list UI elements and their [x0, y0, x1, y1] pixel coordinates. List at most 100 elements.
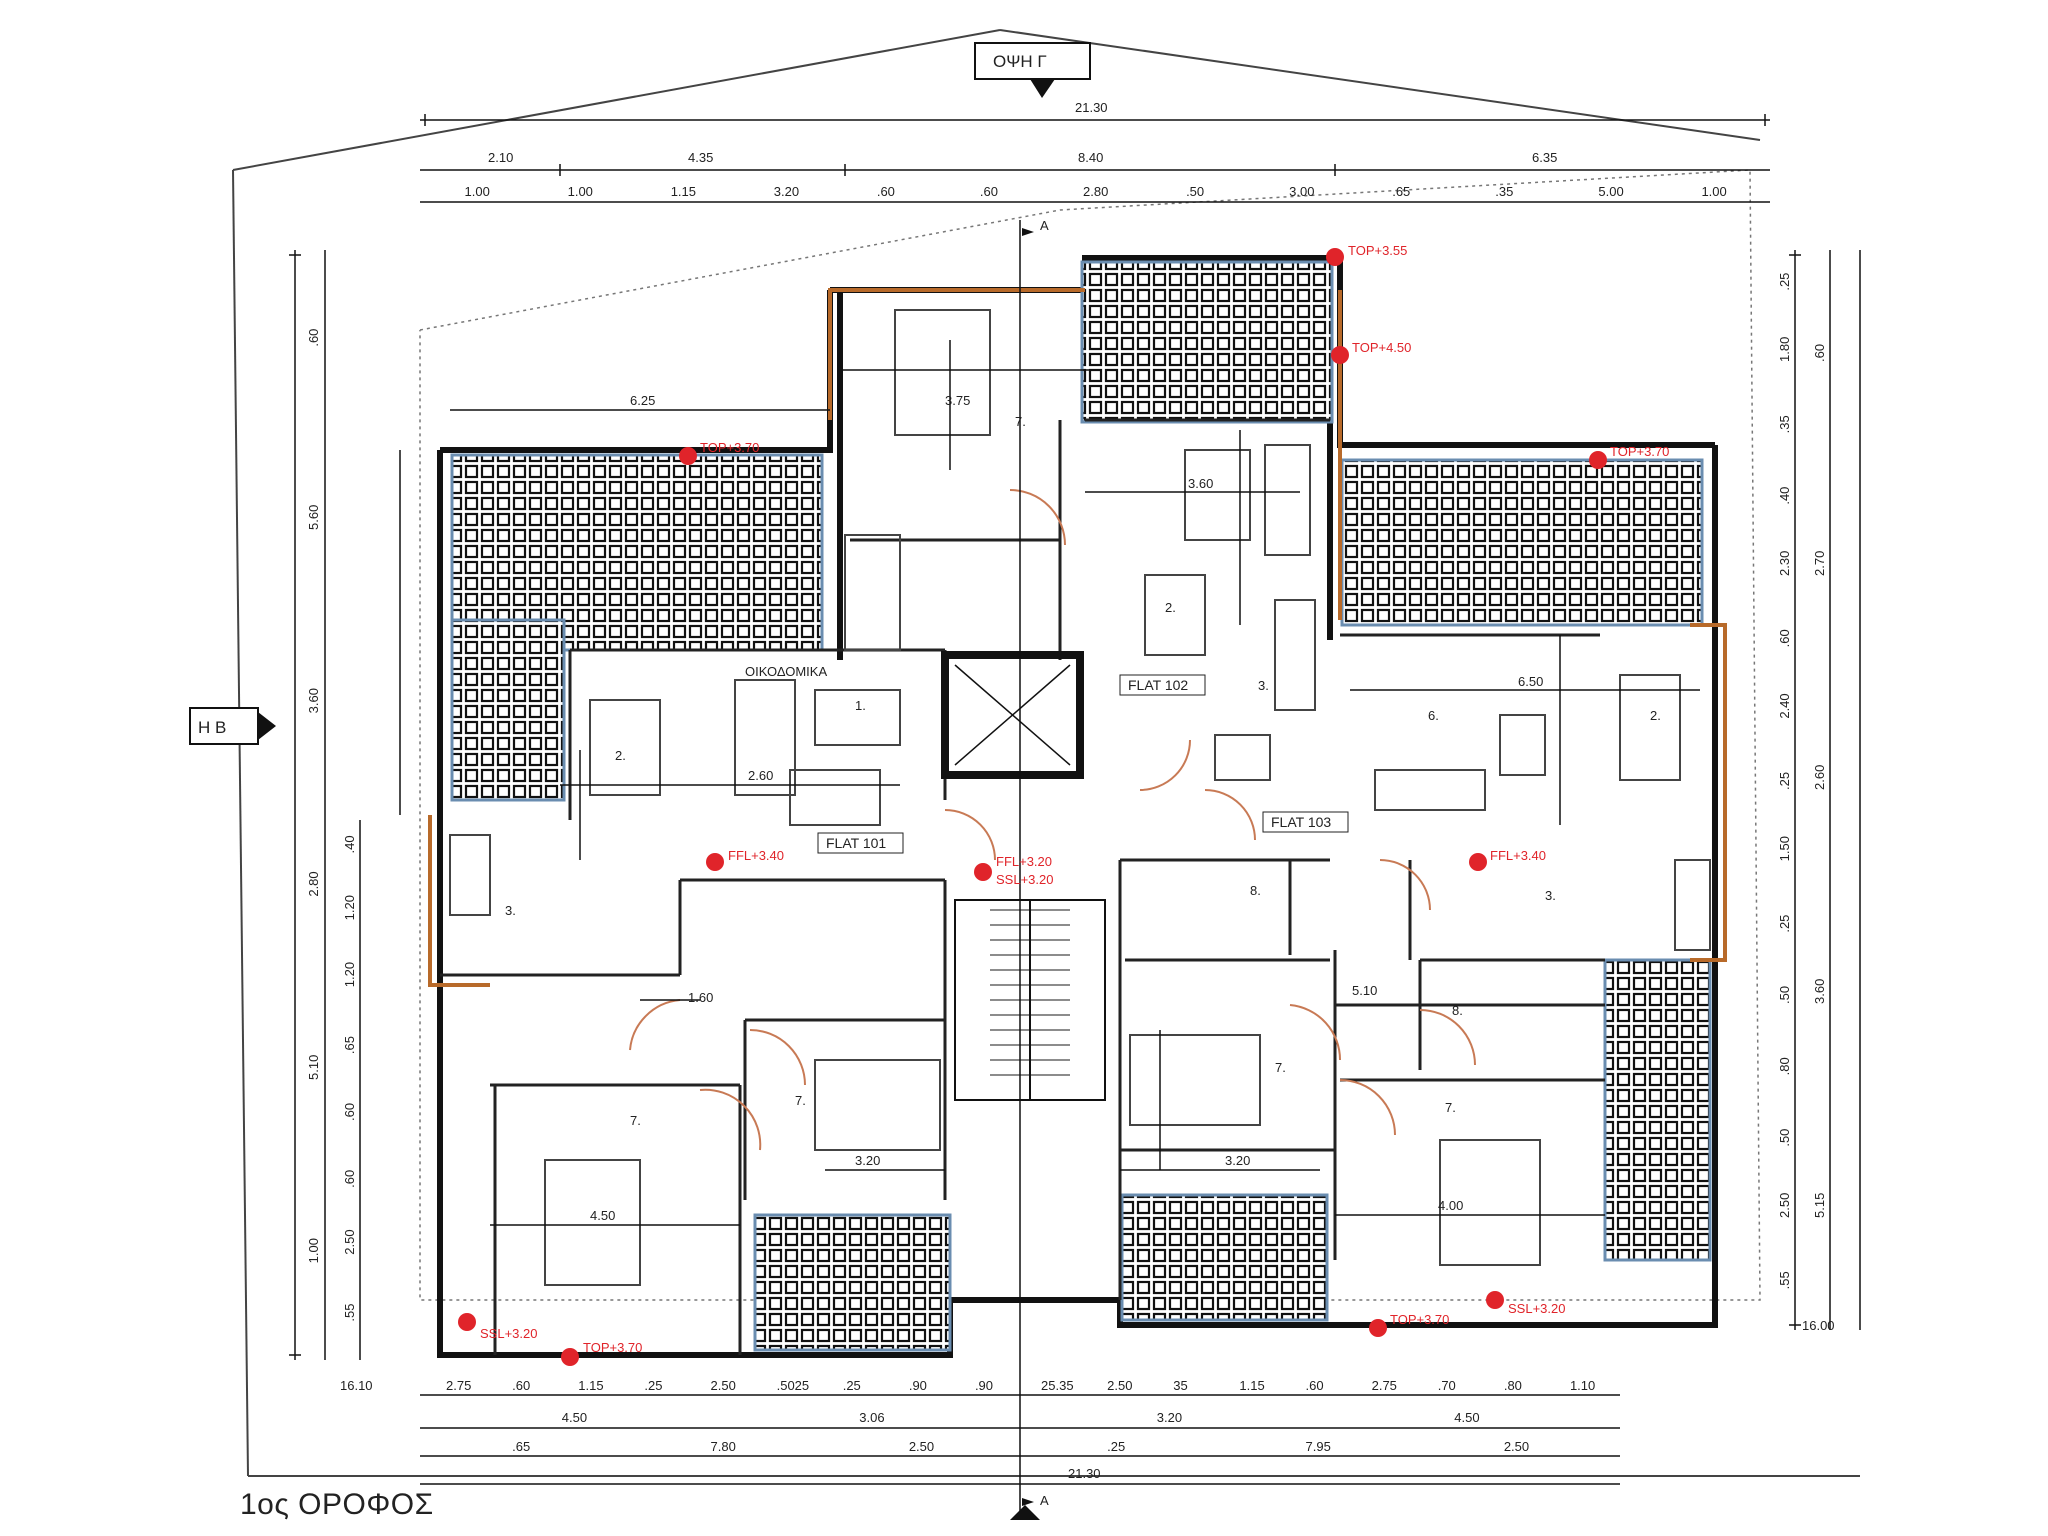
- room-number: 3.: [1545, 888, 1556, 903]
- level-ssl-bl: SSL+3.20: [480, 1326, 537, 1341]
- view-label-top: ΟΨΗ Γ: [993, 52, 1047, 71]
- stair-core: [941, 651, 1106, 1101]
- floor-title: 1ος ΟΡΟΦΟΣ: [240, 1488, 434, 1521]
- dimension-value: .25: [1777, 915, 1792, 933]
- dim-interior: 3.20: [855, 1153, 880, 1168]
- dimension-value: .70: [1438, 1378, 1456, 1393]
- dimension-value: 35: [1173, 1378, 1187, 1393]
- dimension-value: 3.00: [1289, 184, 1314, 199]
- dimension-value: .90: [975, 1378, 993, 1393]
- level-ffl-a: FFL+3.40: [728, 848, 784, 863]
- dim-interior: 2.60: [748, 768, 773, 783]
- dimension-value: 2.75: [1372, 1378, 1397, 1393]
- bath-top: [844, 534, 901, 651]
- dimension-value: 5.00: [1598, 184, 1623, 199]
- terrace-top-right: [1340, 458, 1704, 627]
- dimension-value: 5.15: [1812, 1193, 1827, 1218]
- terrace-left: [450, 618, 566, 802]
- dimension-value: .50: [1777, 986, 1792, 1004]
- dim-interior: 4.50: [590, 1208, 615, 1223]
- dim-col-right-inner: .251.80.35.402.30.602.40.251.50.25.50.80…: [1777, 273, 1792, 1290]
- dim-interior: 5.10: [1352, 983, 1377, 998]
- flat-label-101: FLAT 101: [826, 835, 886, 851]
- dimension-value: .60: [980, 184, 998, 199]
- dimension-value: .65: [342, 1036, 357, 1054]
- level-top-left: TOP+3.70: [700, 440, 759, 455]
- room-number: 3.: [1258, 678, 1269, 693]
- dim-top: 6.35: [1532, 150, 1557, 165]
- dimension-value: 7.95: [1306, 1439, 1331, 1454]
- dimension-value: 2.50: [1504, 1439, 1529, 1454]
- dimension-value: .35: [1777, 415, 1792, 433]
- dim-col-left-outer: .605.603.602.805.101.00: [306, 329, 321, 1264]
- sofa-left: [734, 679, 796, 796]
- bed-bcr: [1129, 1034, 1261, 1126]
- room-number: 3.: [505, 903, 516, 918]
- terrace-tiles: [450, 260, 1712, 1352]
- dimension-value: .55: [1777, 1271, 1792, 1289]
- dimension-value: 3.60: [1812, 979, 1827, 1004]
- dimension-value: .35: [1495, 184, 1513, 199]
- room-number: 7.: [630, 1113, 641, 1128]
- room-numbers: 1. 2. 2. 2. 3. 3. 3. 6. 7. 7. 7. 7. 7. 8…: [505, 414, 1661, 1128]
- dim-interior: 4.00: [1438, 1198, 1463, 1213]
- dimension-value: 2.80: [306, 871, 321, 896]
- room-number: 2.: [1165, 600, 1176, 615]
- level-ssl-core: SSL+3.20: [996, 872, 1053, 887]
- dimension-value: 1.15: [1239, 1378, 1264, 1393]
- dim-top: 2.10: [488, 150, 513, 165]
- site-boundary: [232, 29, 1860, 1477]
- terrace-bottom-center: [1120, 1193, 1329, 1322]
- dimension-value: 25.35: [1041, 1378, 1074, 1393]
- view-marker-left: Η Β: [189, 707, 276, 745]
- bed-top: [894, 309, 991, 436]
- dim-interior: 1.60: [688, 990, 713, 1005]
- dimension-value: .65: [1392, 184, 1410, 199]
- view-label-left: Η Β: [198, 718, 226, 737]
- room-number: 7.: [1275, 1060, 1286, 1075]
- dimension-value: 2.75: [446, 1378, 471, 1393]
- dimension-value: 2.80: [1083, 184, 1108, 199]
- dimension-value: 2.50: [1777, 1193, 1792, 1218]
- dimension-value: .80: [1777, 1057, 1792, 1075]
- dim-interior: 3.60: [1188, 476, 1213, 491]
- room-number: 2.: [615, 748, 626, 763]
- room-number: 7.: [795, 1093, 806, 1108]
- room-number: 7.: [1445, 1100, 1456, 1115]
- dimension-value: .55: [342, 1303, 357, 1321]
- room-tag-lounge: ΟΙΚΟΔΟΜΙΚΑ: [745, 664, 827, 679]
- table-center: [1144, 574, 1206, 656]
- flat-labels: FLAT 101 FLAT 102 FLAT 103 ΟΙΚΟΔΟΜΙΚΑ: [745, 664, 1349, 854]
- dimension-value: .25: [1777, 772, 1792, 790]
- dimension-value: .65: [512, 1439, 530, 1454]
- dimension-value: .25: [1107, 1439, 1125, 1454]
- dimension-value: 1.10: [1570, 1378, 1595, 1393]
- room-number: 1.: [855, 698, 866, 713]
- terrace-top-center: [1080, 260, 1334, 424]
- dimension-value: 1.00: [465, 184, 490, 199]
- level-ffl-b: FFL+3.40: [1490, 848, 1546, 863]
- dimension-value: .90: [909, 1378, 927, 1393]
- dimension-value: .50: [1186, 184, 1204, 199]
- dimension-value: 1.15: [578, 1378, 603, 1393]
- dimension-value: 4.50: [562, 1410, 587, 1425]
- flat-label-102: FLAT 102: [1128, 677, 1188, 693]
- outer-walls: [437, 255, 1718, 1358]
- dimension-value: .25: [1777, 273, 1792, 291]
- dimension-value: 1.50: [1777, 836, 1792, 861]
- dim-left-total: 16.10: [340, 1378, 373, 1393]
- dimension-value: 7.80: [711, 1439, 736, 1454]
- dimension-value: .60: [512, 1378, 530, 1393]
- dimension-value: .5025: [777, 1378, 810, 1393]
- dimension-value: 4.50: [1454, 1410, 1479, 1425]
- table-right: [1619, 674, 1681, 781]
- dimension-value: 3.60: [306, 688, 321, 713]
- level-ffl-core: FFL+3.20: [996, 854, 1052, 869]
- level-top-bl: TOP+3.70: [583, 1340, 642, 1355]
- terrace-top-left: [450, 453, 824, 652]
- dimension-value: 1.20: [342, 962, 357, 987]
- dimension-lines: [294, 119, 1861, 1485]
- dim-top: 8.40: [1078, 150, 1103, 165]
